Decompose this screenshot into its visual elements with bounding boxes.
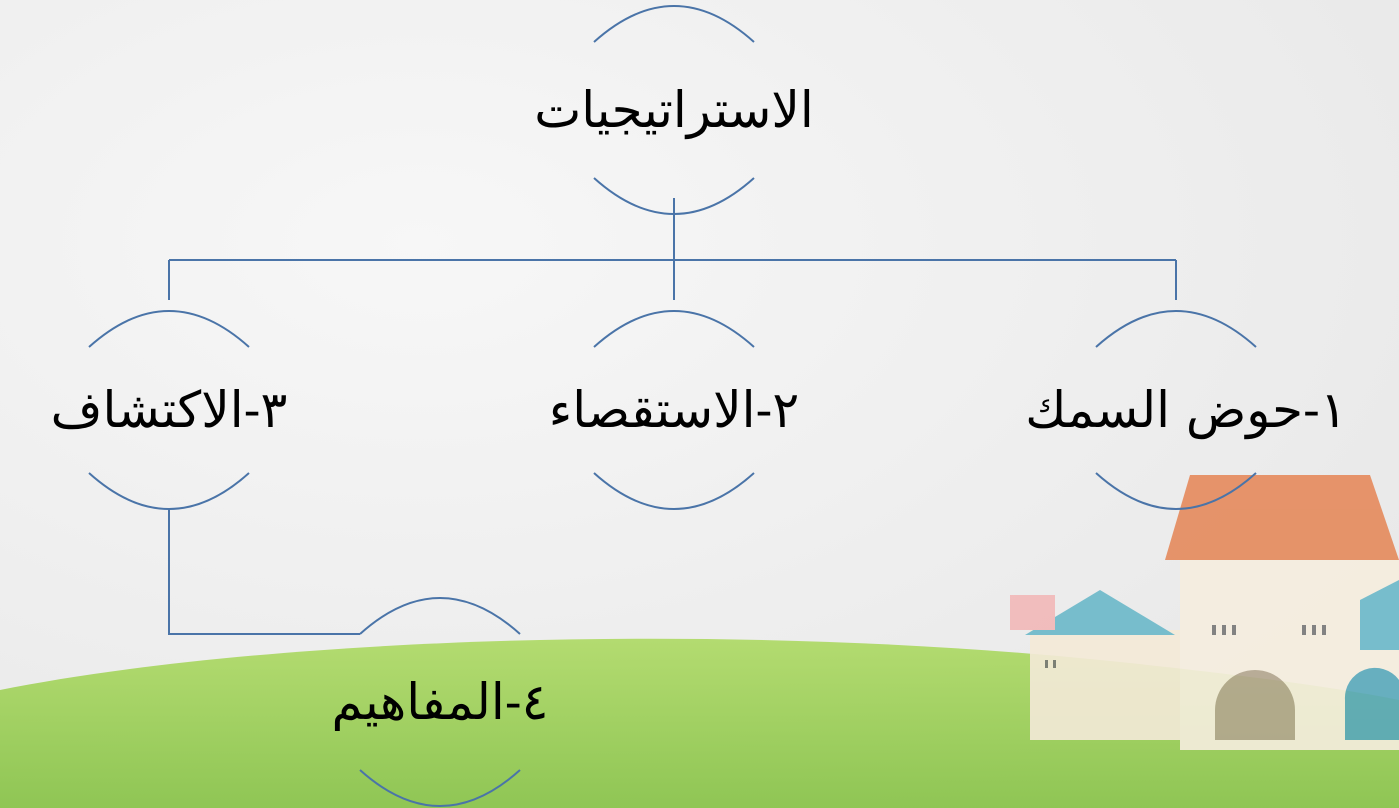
node3-arc-top [88,310,250,348]
node-4-label: ٤-المفاهيم [331,673,549,731]
node1-arc-top [1095,310,1257,348]
node-3-label: ٣-الاكتشاف [50,381,288,439]
node1-arc-bottom [1095,472,1257,510]
root-arc-top [593,5,755,43]
node3-arc-bottom [88,472,250,510]
node4-arc-bottom [359,769,521,807]
root-arc-bottom [593,177,755,215]
node4-arc-top [359,597,521,635]
node-2-label: ٢-الاستقصاء [548,381,800,439]
connector-node3-to-node4 [168,508,360,635]
node-1-label: ١-حوض السمك [1025,381,1347,439]
node2-arc-bottom [593,472,755,510]
castle-illustration [1010,475,1399,750]
root-node-label: الاستراتيجيات [534,81,814,139]
node2-arc-top [593,310,755,348]
